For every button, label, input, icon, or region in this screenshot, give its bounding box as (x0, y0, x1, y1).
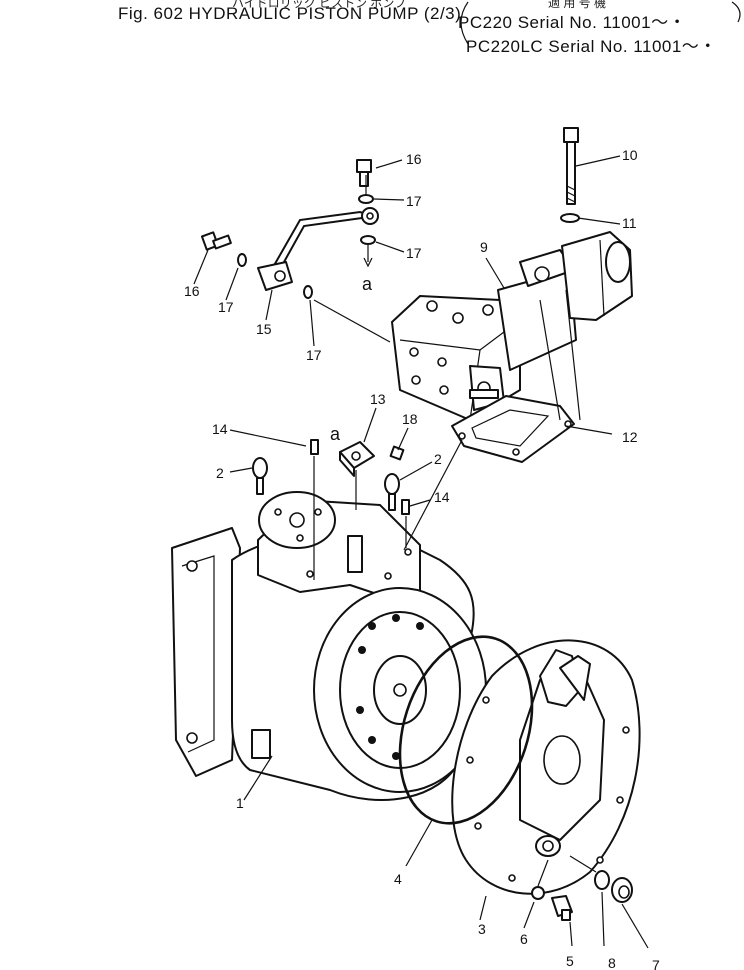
bolt-part-5 (551, 895, 573, 921)
callout-14-left: 14 (212, 421, 228, 437)
banjo-bolt-part-16-left (200, 231, 232, 251)
gasket-part-12 (451, 395, 575, 463)
eyebolt-part-2-left (252, 457, 268, 495)
callout-2-left: 2 (216, 465, 224, 481)
callout-16-left: 16 (184, 283, 200, 299)
o-ring-part-8 (594, 870, 610, 890)
callout-5: 5 (566, 953, 574, 969)
plug-part-7 (611, 877, 633, 903)
callout-16-upper: 16 (406, 151, 422, 167)
applicability-line-2: PC220LC Serial No. 11001～・ (466, 37, 717, 56)
callout-11: 11 (622, 215, 637, 231)
washer-part-6 (531, 886, 545, 900)
pin-part-14-left (310, 439, 319, 455)
front-cover-part-3 (451, 639, 641, 895)
long-bolt-part-10 (563, 127, 579, 205)
eyebolt-part-2-right (384, 473, 400, 511)
callout-14-right: 14 (434, 489, 450, 505)
callout-10: 10 (622, 147, 638, 163)
callout-1: 1 (236, 795, 244, 811)
callout-12: 12 (622, 429, 638, 445)
banjo-bolt-part-16-upper (356, 159, 372, 187)
o-ring-part-17-left (237, 253, 247, 267)
callout-17-upper: 17 (406, 193, 422, 209)
housing-drain-port (251, 729, 271, 759)
applicability-bracket-left (460, 1, 469, 45)
o-ring-part-17-middle (360, 235, 376, 245)
o-ring-part-17-upper (358, 194, 374, 204)
housing-mounting-flange (171, 527, 241, 777)
callout-7: 7 (652, 957, 660, 970)
callout-17-middle: 17 (406, 245, 422, 261)
callout-18: 18 (402, 411, 418, 427)
callout-9: 9 (480, 239, 488, 255)
reference-mark-a-lower: a (330, 424, 341, 444)
pin-part-14-right (401, 499, 410, 515)
callout-17-lower: 17 (306, 347, 322, 363)
servo-cylinder (497, 269, 577, 371)
washer-part-11 (560, 213, 580, 223)
o-ring-part-4 (398, 635, 534, 825)
o-ring-part-17-lower (303, 285, 313, 299)
front-cover-lug-right (559, 655, 591, 701)
tube-assembly-part-15 (257, 207, 379, 291)
callout-17-left: 17 (218, 299, 234, 315)
figure-title: Fig. 602 HYDRAULIC PISTON PUMP (2/3) (118, 4, 462, 23)
pump-housing-part-1 (171, 491, 487, 801)
callout-8: 8 (608, 955, 616, 970)
housing-post (347, 535, 363, 573)
callout-4: 4 (394, 871, 402, 887)
japanese-title: ハイドロリック ピストン ポンプ (232, 0, 407, 10)
plug-part-18 (389, 445, 405, 461)
applicability-line-1: PC220 Serial No. 11001～・ (458, 13, 687, 32)
applicability-bracket-right (731, 1, 741, 23)
callout-15: 15 (256, 321, 272, 337)
callout-13: 13 (370, 391, 386, 407)
callout-6: 6 (520, 931, 528, 947)
servo-valve-assembly-part-9 (391, 231, 633, 421)
assembly-lines (313, 175, 597, 887)
japanese-applicability-label: 適 用 号 機 (548, 0, 607, 10)
callout-2-right: 2 (434, 451, 442, 467)
callout-3: 3 (478, 921, 486, 937)
reference-mark-a-upper: a (362, 274, 373, 294)
leader-lines (193, 155, 649, 949)
